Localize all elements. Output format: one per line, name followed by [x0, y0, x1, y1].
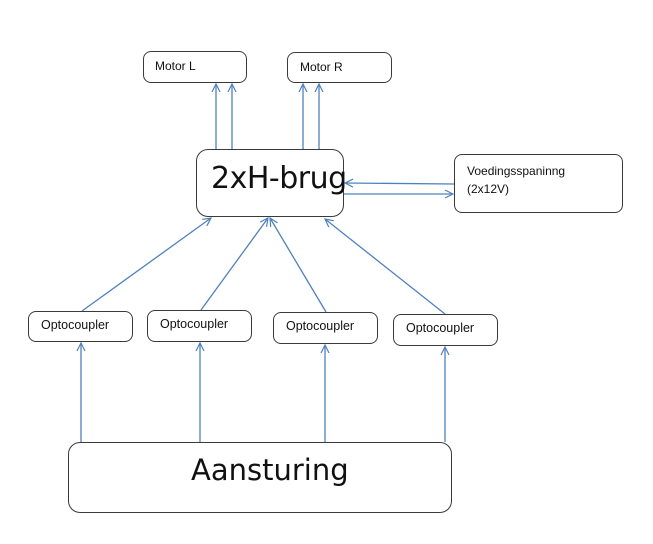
optocoupler-node-4: Optocoupler [393, 314, 498, 346]
optocoupler-label: Optocoupler [286, 319, 355, 333]
arrow-opto4-to-hbrug [325, 219, 446, 315]
arrow-opto1-to-hbrug [81, 218, 211, 312]
voedingsspanning-sublabel: (2x12V) [467, 182, 510, 196]
optocoupler-label: Optocoupler [41, 318, 110, 332]
motor-l-label: Motor L [155, 59, 196, 73]
aansturing-node: Aansturing [68, 442, 452, 513]
motor-l-node: Motor L [143, 51, 247, 83]
optocoupler-node-3: Optocoupler [273, 312, 378, 344]
arrow-opto3-to-hbrug [270, 218, 327, 313]
h-brug-node: 2xH-brug [196, 149, 347, 217]
voedingsspanning-node: Voedingsspaninng (2x12V) [454, 154, 623, 213]
optocoupler-label: Optocoupler [160, 317, 229, 331]
optocoupler-label: Optocoupler [406, 321, 475, 335]
arrow-opto2-to-hbrug [200, 218, 268, 311]
optocoupler-node-2: Optocoupler [147, 310, 252, 342]
voedingsspanning-label: Voedingsspaninng [467, 164, 566, 178]
motor-r-label: Motor R [300, 60, 343, 74]
optocoupler-node-1: Optocoupler [28, 311, 133, 342]
h-brug-label: 2xH-brug [211, 161, 347, 196]
motor-r-node: Motor R [287, 52, 392, 83]
aansturing-label: Aansturing [191, 453, 349, 487]
arrow-voeding-to-hbrug [345, 183, 455, 184]
